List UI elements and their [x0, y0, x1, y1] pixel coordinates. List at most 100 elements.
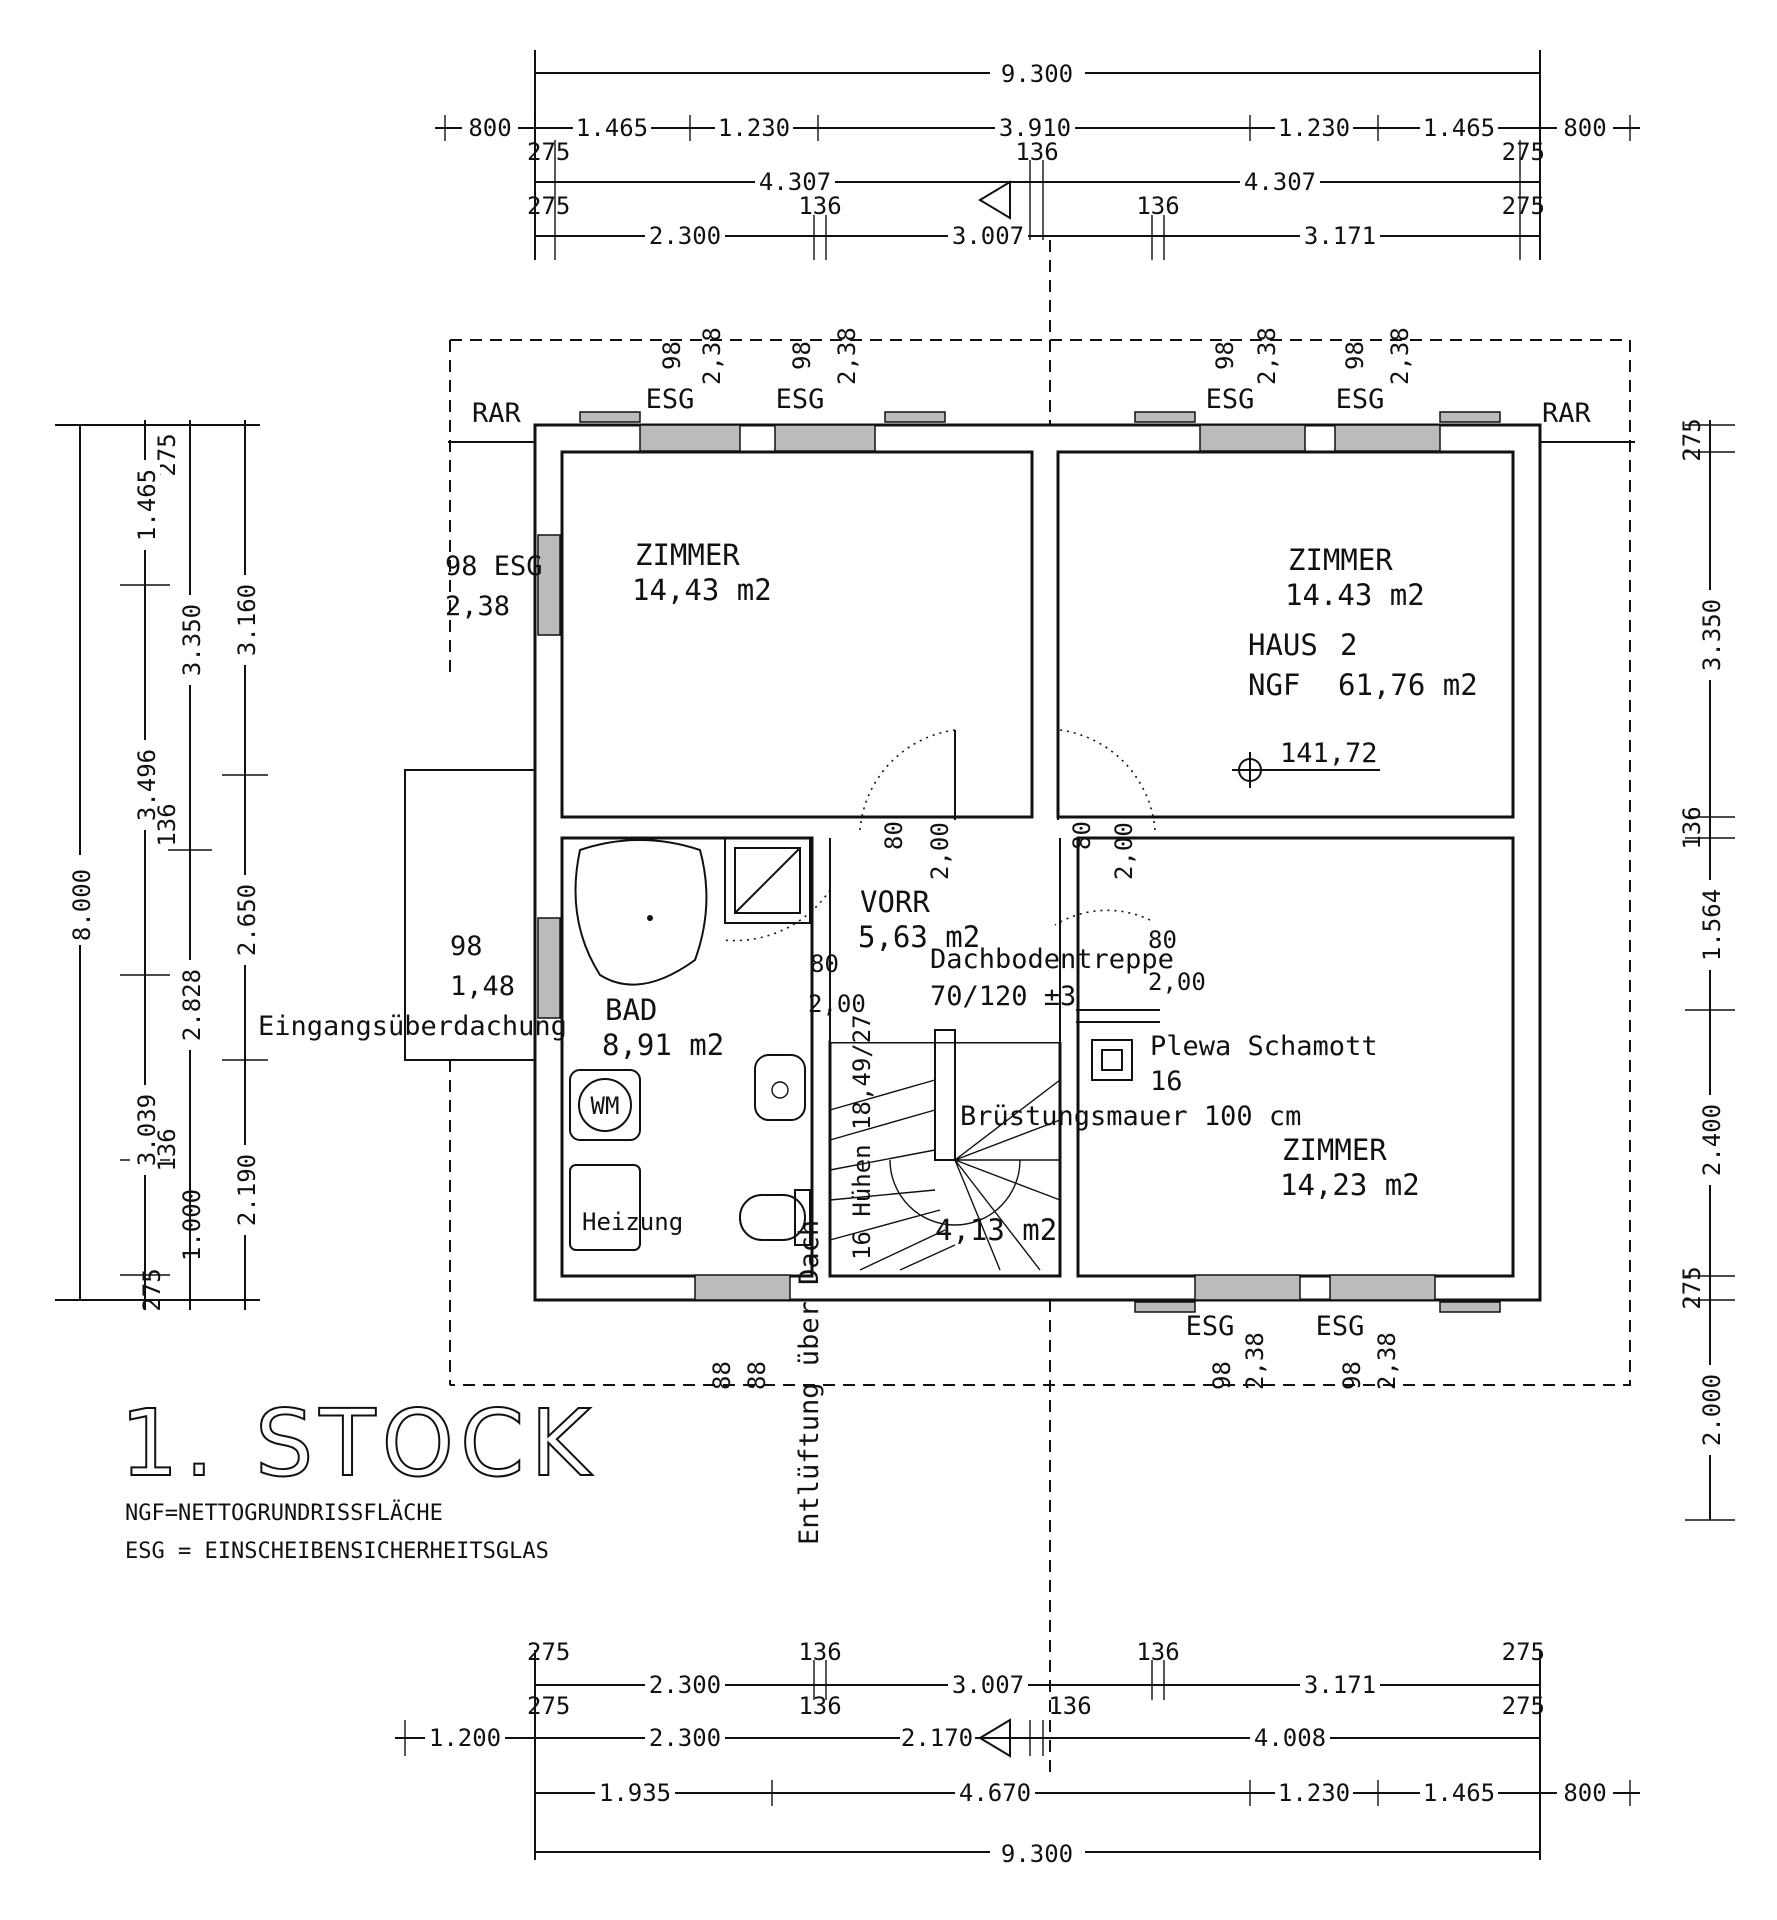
- svg-text:ESG: ESG: [1206, 384, 1255, 415]
- bathtub: [574, 839, 708, 986]
- svg-text:2.000: 2.000: [1698, 1374, 1726, 1446]
- room-zimmer-se: ZIMMER 14,23 m2: [1280, 1133, 1420, 1202]
- svg-text:ESG: ESG: [776, 384, 825, 415]
- door-swings: [722, 729, 1156, 942]
- top-dimension-chains: 9.300 800 1.465 1.230 3.910 1.230 1.465 …: [435, 50, 1640, 260]
- svg-text:1.465: 1.465: [133, 469, 161, 541]
- svg-text:VORR: VORR: [860, 885, 930, 919]
- svg-text:5,63 m2: 5,63 m2: [858, 920, 980, 954]
- fixture-labels: Dachbodentreppe 70/120 ±3 Plewa Schamott…: [930, 944, 1378, 1132]
- svg-text:3.910: 3.910: [999, 114, 1071, 142]
- svg-text:3.350: 3.350: [178, 604, 206, 676]
- svg-text:2.828: 2.828: [178, 969, 206, 1041]
- svg-text:14.43 m2: 14.43 m2: [1285, 578, 1425, 612]
- chimney-size: 16: [1150, 1066, 1183, 1097]
- svg-text:2,38: 2,38: [1373, 1332, 1401, 1390]
- svg-text:1.564: 1.564: [1698, 889, 1726, 961]
- washer: WM: [569, 1069, 641, 1141]
- svg-text:4.307: 4.307: [1244, 168, 1316, 196]
- svg-text:3.496: 3.496: [133, 749, 161, 821]
- svg-text:HAUS: HAUS: [1248, 628, 1318, 662]
- svg-text:2,38: 2,38: [698, 327, 726, 385]
- roof-outline: [450, 339, 1631, 1386]
- svg-text:ESG: ESG: [1316, 1311, 1365, 1342]
- svg-text:1.230: 1.230: [1278, 1779, 1350, 1807]
- svg-text:275: 275: [527, 1692, 570, 1720]
- svg-text:136: 136: [1015, 138, 1058, 166]
- washer-label: WM: [591, 1092, 620, 1120]
- svg-text:2,38: 2,38: [1253, 327, 1281, 385]
- svg-text:2.300: 2.300: [649, 222, 721, 250]
- house-info: HAUS 2 NGF 61,76 m2: [1248, 628, 1478, 702]
- room-bad: BAD 8,91 m2: [602, 993, 724, 1062]
- svg-text:3.171: 3.171: [1304, 1671, 1376, 1699]
- svg-text:1.465: 1.465: [1423, 1779, 1495, 1807]
- svg-text:ZIMMER: ZIMMER: [1288, 543, 1393, 577]
- canopy-height: 1,48: [450, 971, 515, 1002]
- svg-text:136: 136: [1678, 806, 1706, 849]
- side-window-label: 98 ESG: [445, 551, 543, 582]
- svg-text:275: 275: [1678, 1266, 1706, 1309]
- svg-text:2.170: 2.170: [901, 1724, 973, 1752]
- svg-text:98: 98: [1341, 341, 1369, 370]
- windows: [537, 411, 1501, 1313]
- svg-text:2.650: 2.650: [233, 884, 261, 956]
- svg-text:800: 800: [1563, 1779, 1606, 1807]
- dim-bottom-row1: 275 2.300 136 3.007 136 3.171 275: [527, 1638, 1545, 1699]
- dim-left-overall: 8.000: [68, 869, 96, 941]
- svg-text:2,00: 2,00: [808, 990, 866, 1018]
- dim-top-row4: 275 2.300 136 3.007 136 3.171 275: [527, 192, 1545, 250]
- svg-text:2.400: 2.400: [1698, 1104, 1726, 1176]
- dim-bottom-row3: 1.935 4.670 1.230 1.465 800: [595, 1779, 1613, 1807]
- svg-text:3.039: 3.039: [133, 1094, 161, 1166]
- svg-text:275: 275: [527, 192, 570, 220]
- svg-text:4.307: 4.307: [759, 168, 831, 196]
- stair-area: 4,13 m2: [935, 1213, 1057, 1247]
- svg-text:3.171: 3.171: [1304, 222, 1376, 250]
- svg-text:275: 275: [138, 1268, 166, 1311]
- svg-text:2.300: 2.300: [649, 1671, 721, 1699]
- svg-text:1.200: 1.200: [429, 1724, 501, 1752]
- svg-text:800: 800: [468, 114, 511, 142]
- staircase: 16 Hühen 18,49/27 4,13 m2: [829, 1014, 1061, 1271]
- svg-text:61,76 m2: 61,76 m2: [1338, 668, 1478, 702]
- svg-text:136: 136: [798, 192, 841, 220]
- svg-text:BAD: BAD: [605, 993, 657, 1027]
- rar-right: RAR: [1542, 398, 1592, 429]
- svg-text:2: 2: [1340, 628, 1357, 662]
- dim-top-overall: 9.300: [1001, 60, 1073, 88]
- svg-text:ESG: ESG: [646, 384, 695, 415]
- svg-text:136: 136: [153, 1128, 181, 1171]
- svg-text:ESG: ESG: [1336, 384, 1385, 415]
- svg-text:80: 80: [1148, 926, 1177, 954]
- svg-text:88: 88: [743, 1361, 771, 1390]
- room-vorr: VORR 5,63 m2: [858, 885, 980, 954]
- shower: [724, 837, 811, 924]
- canopy-label: Eingangsüberdachung: [258, 1011, 567, 1042]
- svg-text:800: 800: [1563, 114, 1606, 142]
- svg-text:3.350: 3.350: [1698, 599, 1726, 671]
- right-dimension-chain: 275 3.350 136 1.564 2.400 275 2.000: [1678, 418, 1735, 1521]
- svg-text:ZIMMER: ZIMMER: [635, 538, 740, 572]
- svg-text:ESG: ESG: [1186, 1311, 1235, 1342]
- svg-text:136: 136: [1048, 1692, 1091, 1720]
- svg-text:1.935: 1.935: [599, 1779, 671, 1807]
- svg-text:2,38: 2,38: [1241, 1332, 1269, 1390]
- attic-stair-label: Dachbodentreppe: [930, 944, 1174, 975]
- legend-esg: ESG = EINSCHEIBENSICHERHEITSGLAS: [125, 1539, 549, 1564]
- level-marker: 141,72: [1232, 738, 1380, 788]
- svg-text:2,00: 2,00: [1148, 968, 1206, 996]
- svg-text:275: 275: [1502, 1692, 1545, 1720]
- title-main: 1. STOCK: [120, 1390, 597, 1497]
- svg-text:80: 80: [810, 950, 839, 978]
- bottom-dimension-chains: 275 2.300 136 3.007 136 3.171 275 1.200 …: [395, 1638, 1640, 1868]
- svg-text:275: 275: [1502, 1638, 1545, 1666]
- svg-text:275: 275: [1502, 192, 1545, 220]
- side-window-height: 2,38: [445, 591, 510, 622]
- door-labels: 80 2,00 80 2,00 80 2,00 80 2,00: [808, 821, 1206, 1018]
- svg-text:98: 98: [1338, 1361, 1366, 1390]
- chimney: [1091, 1039, 1133, 1081]
- dim-left-col-b: 3.350 2.828: [177, 595, 206, 1050]
- svg-text:275: 275: [1502, 138, 1545, 166]
